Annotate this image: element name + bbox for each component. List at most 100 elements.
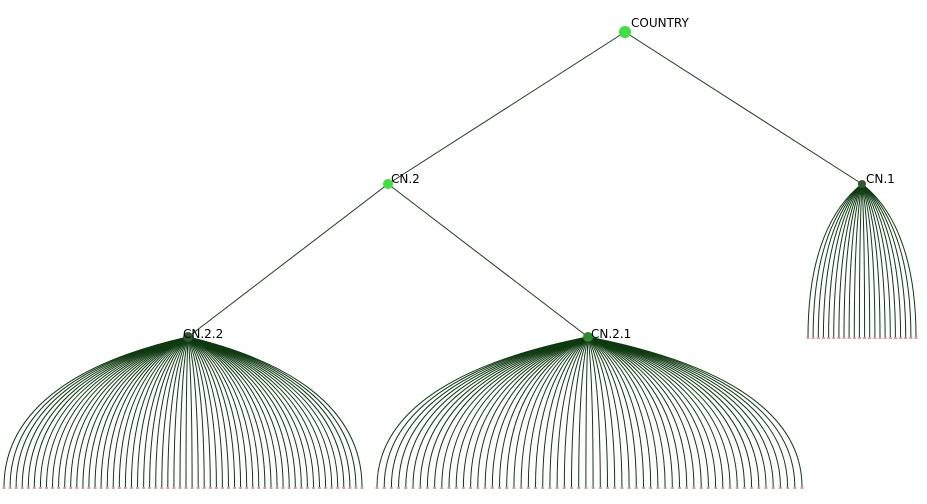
leaf-branch bbox=[187, 336, 205, 488]
leaf-branch bbox=[861, 183, 907, 338]
leaf-branch bbox=[571, 336, 589, 488]
leaf-branch bbox=[587, 336, 753, 488]
leaf-branch bbox=[112, 336, 189, 488]
node-cn1[interactable] bbox=[858, 180, 866, 188]
leaf-branch bbox=[187, 336, 248, 488]
leaf-branch bbox=[187, 336, 278, 488]
leaf-branch bbox=[587, 336, 680, 488]
leaf-branch bbox=[861, 183, 896, 338]
leaf-branch bbox=[822, 183, 863, 338]
leaf-branch bbox=[587, 336, 659, 488]
leaf-branch bbox=[587, 336, 731, 488]
leaf-branch bbox=[155, 336, 189, 488]
leaf-branch bbox=[484, 336, 589, 488]
leaf-branch bbox=[187, 336, 266, 488]
leaf-branch bbox=[88, 336, 189, 488]
edge-cn2-cn21 bbox=[387, 183, 589, 338]
node-label-cn22: CN.2.2 bbox=[183, 327, 223, 341]
leaf-branch bbox=[587, 336, 695, 488]
leaf-branch bbox=[587, 336, 688, 488]
leaf-branch bbox=[441, 336, 589, 488]
node-cn22[interactable] bbox=[183, 332, 193, 342]
leaf-branch bbox=[491, 336, 589, 488]
edge-root-cn2 bbox=[387, 31, 626, 185]
leaf-branch bbox=[587, 336, 623, 488]
leaf-branch bbox=[167, 336, 189, 488]
leaf-branch bbox=[587, 336, 724, 488]
leaf-branch bbox=[861, 183, 902, 338]
leaf-branch bbox=[861, 183, 876, 338]
leaf-branch bbox=[853, 183, 863, 338]
node-label-cn1: CN.1 bbox=[866, 172, 895, 186]
leaf-branch bbox=[838, 183, 863, 338]
leaf-branch bbox=[187, 336, 193, 488]
leaf-branch bbox=[477, 336, 589, 488]
leaf-branch bbox=[130, 336, 189, 488]
leaf-branch bbox=[187, 336, 302, 488]
leaf-branch bbox=[587, 336, 644, 488]
leaf-branch bbox=[187, 336, 308, 488]
leaf-branch bbox=[179, 336, 189, 488]
leaf-branch bbox=[106, 336, 189, 488]
leaf-branch bbox=[587, 336, 601, 488]
leaf-branch bbox=[187, 336, 357, 488]
tree-edges bbox=[187, 31, 863, 338]
leaf-branch bbox=[376, 336, 589, 488]
leaf-branch bbox=[185, 336, 189, 488]
leaf-branch bbox=[506, 336, 589, 488]
leaf-branch bbox=[187, 336, 254, 488]
leaf-branch bbox=[587, 336, 630, 488]
leaf-branch bbox=[173, 336, 189, 488]
leaf-branch bbox=[587, 336, 717, 488]
leaf-branch bbox=[587, 336, 652, 488]
leaf-branch bbox=[187, 336, 229, 488]
node-labels: COUNTRY CN.2 CN.1 CN.2.2 CN.2.1 bbox=[183, 16, 895, 341]
leaf-branch bbox=[527, 336, 589, 488]
leaf-branch bbox=[143, 336, 189, 488]
leaf-fans bbox=[2, 183, 918, 489]
leaf-branch bbox=[124, 336, 189, 488]
leaf-branch bbox=[861, 183, 866, 338]
leaf-branch bbox=[843, 183, 863, 338]
leaf-branch bbox=[542, 336, 589, 488]
node-root[interactable] bbox=[619, 26, 631, 38]
leaf-branch bbox=[861, 183, 912, 338]
leaf-branch bbox=[587, 336, 673, 488]
leaf-branch bbox=[861, 183, 891, 338]
leaf-branch bbox=[187, 336, 242, 488]
leaf-branch bbox=[587, 336, 666, 488]
leaf-branch bbox=[187, 336, 284, 488]
leaf-branch bbox=[587, 336, 760, 488]
leaf-branch bbox=[535, 336, 589, 488]
leaf-fan-cn21 bbox=[375, 336, 804, 489]
leaf-branch bbox=[499, 336, 589, 488]
leaf-branch bbox=[587, 336, 608, 488]
node-cn2[interactable] bbox=[383, 179, 393, 189]
leaf-branch bbox=[100, 336, 189, 488]
leaf-branch bbox=[455, 336, 589, 488]
leaf-branch bbox=[585, 336, 589, 488]
leaf-branch bbox=[513, 336, 589, 488]
leaf-branch bbox=[833, 183, 863, 338]
node-label-cn2: CN.2 bbox=[391, 172, 420, 186]
leaf-branch bbox=[861, 183, 886, 338]
leaf-branch bbox=[187, 336, 260, 488]
leaf-branch bbox=[187, 336, 272, 488]
leaf-branch bbox=[861, 183, 917, 338]
leaf-branch bbox=[587, 336, 702, 488]
leaf-branch bbox=[187, 336, 290, 488]
leaf-branch bbox=[448, 336, 589, 488]
leaf-branch bbox=[187, 336, 296, 488]
leaf-branch bbox=[587, 336, 789, 488]
leaf-branch bbox=[587, 336, 803, 488]
tree-nodes bbox=[183, 26, 866, 342]
node-cn21[interactable] bbox=[583, 332, 593, 342]
leaf-fan-cn1 bbox=[806, 183, 918, 339]
leaf-branch bbox=[563, 336, 589, 488]
leaf-branch bbox=[549, 336, 589, 488]
leaf-branch bbox=[118, 336, 189, 488]
leaf-branch bbox=[858, 183, 863, 338]
leaf-branch bbox=[828, 183, 863, 338]
leaf-branch bbox=[161, 336, 189, 488]
